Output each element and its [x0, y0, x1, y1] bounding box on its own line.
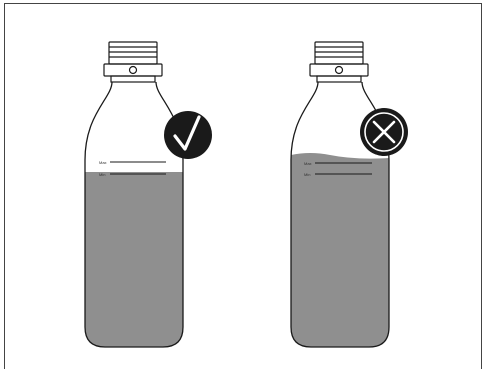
- max-label: Max: [99, 160, 107, 165]
- bottle-cap: [310, 42, 368, 82]
- max-label: Max: [304, 161, 312, 166]
- min-label: Min: [304, 172, 310, 177]
- liquid-fill: [291, 153, 389, 347]
- frame-border: [5, 4, 482, 370]
- min-label: Min: [99, 172, 105, 177]
- bottle-cap: [104, 42, 162, 82]
- checkmark-icon: [164, 111, 212, 159]
- bottle-overfilled: Max Min: [291, 42, 408, 347]
- bottle-correct: Max Min: [85, 42, 212, 347]
- liquid-fill: [85, 172, 183, 347]
- cross-icon: [360, 108, 408, 156]
